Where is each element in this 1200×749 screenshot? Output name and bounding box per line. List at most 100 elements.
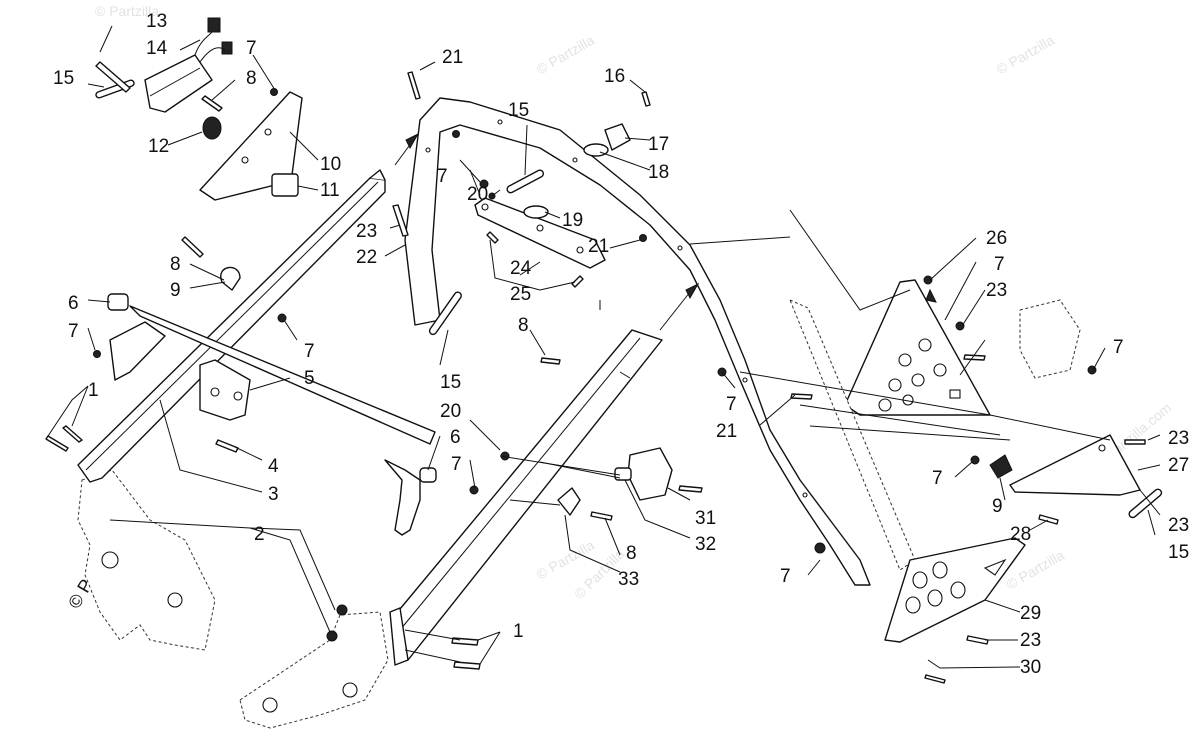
tube-part-5 — [109, 305, 436, 536]
callout-14: 14 — [146, 38, 168, 59]
callout-23: 23 — [1020, 630, 1041, 651]
cylinder-part-12 — [202, 116, 222, 140]
callout-10: 10 — [320, 154, 341, 175]
lower-frame-piece — [239, 611, 389, 729]
callout-7: 7 — [437, 166, 448, 187]
callout-labels: 13 14 15 7 8 12 10 11 21 15 7 20 19 21 2… — [53, 11, 1189, 678]
callout-23: 23 — [1168, 515, 1189, 536]
frame-hole — [802, 492, 808, 498]
callout-7: 7 — [932, 468, 943, 489]
callout-23: 23 — [356, 221, 377, 242]
callout-15: 15 — [508, 100, 529, 121]
callout-9: 9 — [992, 496, 1003, 517]
frame-hoop-part-22 — [404, 97, 871, 586]
left-frame-bracket — [77, 469, 216, 651]
callout-28: 28 — [1010, 524, 1031, 545]
cap-part-6 — [419, 467, 437, 483]
callout-19: 19 — [562, 210, 583, 231]
callout-6: 6 — [68, 293, 79, 314]
clip-part-9 — [220, 266, 241, 291]
callout-18: 18 — [648, 162, 669, 183]
callout-1: 1 — [88, 380, 99, 401]
callout-23: 23 — [986, 280, 1007, 301]
callout-1: 1 — [513, 621, 524, 642]
callout-7: 7 — [451, 454, 462, 475]
callout-7: 7 — [1113, 337, 1124, 358]
callout-8: 8 — [518, 315, 529, 336]
callout-32: 32 — [695, 534, 716, 555]
switch-part-17 — [604, 123, 631, 151]
strap-part-15 — [506, 169, 545, 194]
callout-9: 9 — [170, 280, 181, 301]
frame-hole — [497, 119, 503, 125]
plate-part-26 — [844, 279, 991, 416]
callout-25: 25 — [510, 284, 531, 305]
relay-part-11 — [271, 173, 299, 197]
right-box-part — [1019, 299, 1081, 379]
callout-4: 4 — [268, 456, 279, 477]
module-part-14 — [144, 17, 233, 113]
callout-15: 15 — [440, 372, 461, 393]
callout-21: 21 — [588, 236, 609, 257]
tube-hole — [233, 391, 243, 401]
callout-24: 24 — [510, 258, 532, 279]
relay-part-32 — [627, 447, 673, 501]
fasteners — [93, 88, 1097, 642]
frame-hole — [262, 697, 278, 713]
callout-7: 7 — [246, 38, 257, 59]
callout-7: 7 — [726, 394, 737, 415]
frame-hole — [425, 147, 431, 153]
callout-6: 6 — [450, 427, 461, 448]
callout-20: 20 — [467, 184, 488, 205]
frame-hole — [342, 682, 358, 698]
watermark: © Partzilla — [534, 32, 598, 78]
callout-17: 17 — [648, 134, 669, 155]
callout-5: 5 — [304, 368, 315, 389]
callout-7: 7 — [304, 341, 315, 362]
plate-part-29 — [884, 537, 1026, 643]
frame-hole — [677, 245, 683, 251]
connector — [207, 17, 221, 33]
bolt-part-13 — [95, 61, 131, 93]
callout-33: 33 — [618, 569, 639, 590]
callout-26: 26 — [986, 228, 1007, 249]
callout-11: 11 — [320, 180, 340, 201]
callout-31: 31 — [695, 508, 716, 529]
callout-29: 29 — [1020, 603, 1041, 624]
tube-hole — [210, 387, 220, 397]
ring-part-18 — [583, 143, 609, 157]
bracket-hole — [101, 551, 119, 569]
callout-27: 27 — [1168, 455, 1189, 476]
callout-15: 15 — [1168, 542, 1189, 563]
watermark: © Partzilla — [95, 3, 159, 19]
callout-7: 7 — [994, 254, 1005, 275]
leader-lines — [47, 25, 1161, 669]
callout-21: 21 — [442, 47, 463, 68]
bracket-hole — [536, 224, 544, 232]
callout-8: 8 — [626, 543, 637, 564]
bracket-part-24 — [474, 197, 606, 269]
callout-8: 8 — [246, 68, 257, 89]
cross-rail-part-3 — [77, 169, 386, 483]
bracket-hole — [481, 203, 489, 211]
callout-3: 3 — [268, 484, 279, 505]
callout-15: 15 — [53, 68, 74, 89]
spacer-part-31 — [614, 467, 632, 481]
plate-hole — [241, 156, 249, 164]
callout-13: 13 — [146, 11, 167, 32]
strap-part-15 — [428, 291, 462, 336]
side-rail-part-1 — [389, 329, 663, 666]
direction-arrows — [394, 132, 937, 331]
bolts — [45, 71, 1146, 684]
callout-7: 7 — [68, 321, 79, 342]
bracket-hole — [576, 246, 584, 254]
callout-20: 20 — [440, 401, 461, 422]
bracket-hole — [167, 592, 183, 608]
plate-hole — [264, 128, 272, 136]
frame-hole — [742, 377, 748, 383]
callout-21: 21 — [716, 421, 737, 442]
callout-30: 30 — [1020, 657, 1041, 678]
clip-part-9 — [989, 454, 1013, 479]
callout-23: 23 — [1168, 428, 1189, 449]
